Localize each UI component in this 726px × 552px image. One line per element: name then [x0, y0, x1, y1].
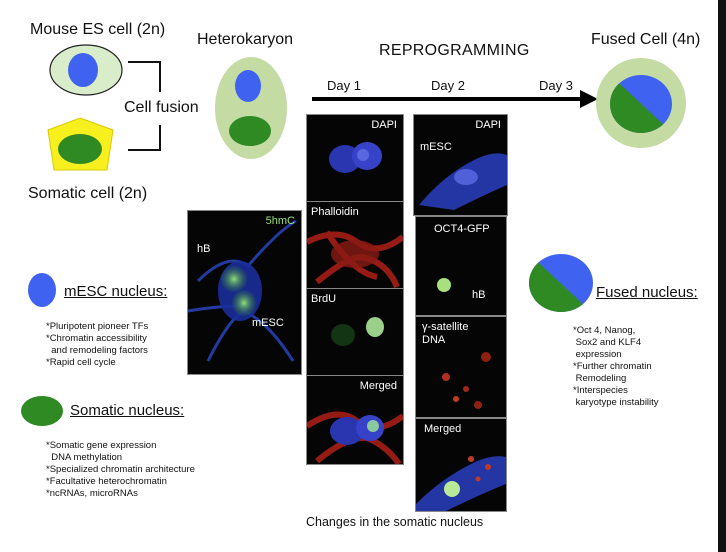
panel-merged-day1: Merged: [306, 375, 404, 465]
label-merged-day2: Merged: [424, 423, 462, 435]
label-oct4-gfp: OCT4-GFP: [434, 223, 490, 235]
fused-cell-nucleus: [610, 75, 672, 133]
panel-oct4-gfp: OCT4-GFP hB: [415, 216, 507, 316]
cell-fusion-label: Cell fusion: [124, 99, 199, 116]
panel-phalloidin: Phalloidin: [306, 201, 404, 289]
reprogramming-label: REPROGRAMMING: [379, 42, 530, 59]
heterokaryon-blue-nucleus: [235, 70, 261, 102]
mouse-es-cell-nucleus: [68, 53, 98, 87]
mouse-es-cell-label: Mouse ES cell (2n): [30, 21, 166, 38]
day2-label: Day 2: [431, 78, 465, 93]
day3-label: Day 3: [539, 78, 573, 93]
legend-mesc-title: mESC nucleus:: [64, 283, 168, 300]
legend-mesc-items: *Pluripotent pioneer TFs *Chromatin acce…: [46, 321, 149, 368]
panel-gamma-satellite: γ-satellite DNA: [415, 316, 507, 418]
label-mesc-5hmc: mESC: [252, 317, 284, 329]
legend-somatic-items: *Somatic gene expression DNA methylation…: [46, 440, 195, 499]
somatic-cell-nucleus: [58, 134, 102, 164]
legend-somatic-nucleus-icon: [21, 396, 63, 426]
panel-brdu: BrdU: [306, 288, 404, 376]
panel-merged-day2: Merged: [415, 418, 507, 512]
right-border: [718, 0, 726, 552]
label-dapi-day1: DAPI: [371, 119, 397, 131]
panel-5hmc: 5hmC hB mESC: [187, 210, 302, 375]
label-merged-day1: Merged: [359, 380, 397, 392]
heterokaryon-label: Heterokaryon: [197, 31, 294, 48]
reprogramming-arrow-head: [580, 90, 598, 108]
label-dapi-day2: DAPI: [475, 119, 501, 131]
legend-fused-items: *Oct 4, Nanog, Sox2 and KLF4 expression …: [573, 325, 659, 408]
legend-somatic-title: Somatic nucleus:: [70, 402, 185, 419]
panel-dapi-day2: DAPI mESC: [413, 114, 508, 216]
panel-dapi-day1: DAPI: [306, 114, 404, 202]
label-hb-day2: hB: [472, 289, 486, 301]
legend-fused-nucleus-icon: [529, 254, 593, 312]
fused-cell-label: Fused Cell (4n): [591, 31, 701, 48]
label-mesc-day2: mESC: [420, 141, 452, 153]
legend-fused-title: Fused nucleus:: [596, 284, 698, 301]
day1-label: Day 1: [327, 78, 361, 93]
label-brdu: BrdU: [311, 293, 337, 305]
somatic-cell-label: Somatic cell (2n): [28, 185, 148, 202]
fusion-bracket-bottom: [128, 125, 161, 151]
label-hb-5hmc: hB: [197, 243, 211, 255]
legend-mesc-nucleus-icon: [28, 273, 56, 307]
label-5hmc: 5hmC: [265, 215, 295, 227]
heterokaryon-green-nucleus: [229, 116, 271, 146]
label-phalloidin: Phalloidin: [311, 206, 359, 218]
label-gamma-satellite-dna: γ-satellite DNA: [422, 321, 469, 346]
changes-caption: Changes in the somatic nucleus: [306, 515, 484, 529]
fusion-bracket-top: [128, 61, 161, 92]
